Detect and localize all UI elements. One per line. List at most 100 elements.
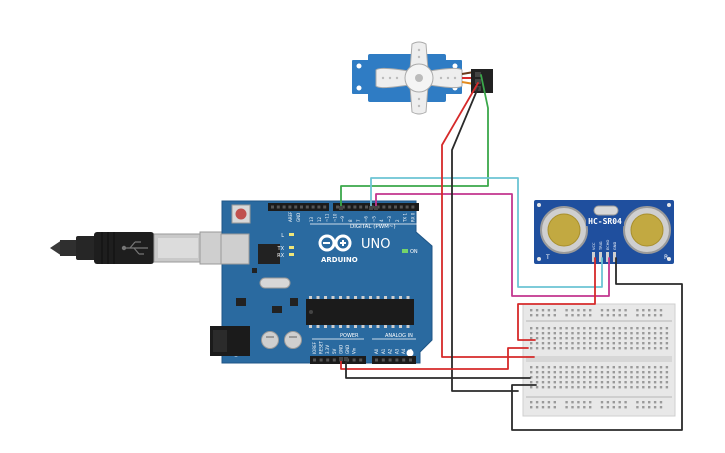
crystal-oscillator bbox=[593, 205, 619, 216]
header-pin[interactable] bbox=[359, 358, 363, 362]
pin-label: 4 bbox=[379, 219, 384, 222]
wire-endpoints bbox=[339, 206, 378, 361]
header-pin[interactable] bbox=[359, 205, 363, 209]
header-pin[interactable] bbox=[388, 205, 392, 209]
sensor-model-label: HC-SR04 bbox=[588, 217, 622, 226]
header-pin[interactable] bbox=[365, 205, 368, 209]
header-pin[interactable] bbox=[352, 358, 356, 362]
header-pin[interactable] bbox=[395, 358, 399, 362]
reset-button[interactable] bbox=[231, 204, 251, 224]
header-pin[interactable] bbox=[405, 205, 409, 209]
arduino-brand: ARDUINO bbox=[321, 256, 358, 264]
header-pin[interactable] bbox=[323, 205, 327, 209]
pin-label: 2 bbox=[395, 219, 400, 222]
header-pin[interactable] bbox=[382, 205, 386, 209]
digital-header[interactable] bbox=[268, 203, 419, 211]
header-pin[interactable] bbox=[394, 205, 397, 209]
transmitter-transducer bbox=[540, 206, 588, 254]
header-pin[interactable] bbox=[311, 205, 315, 209]
led-rx-label: RX bbox=[277, 253, 284, 259]
analog-header[interactable] bbox=[372, 356, 416, 364]
header-pin[interactable] bbox=[409, 358, 412, 362]
wire-red-arduino-5v[interactable] bbox=[340, 347, 529, 370]
header-pin[interactable] bbox=[341, 205, 345, 209]
header-pin[interactable] bbox=[288, 205, 292, 209]
pin-label: 8 bbox=[348, 219, 353, 222]
header-pin[interactable] bbox=[313, 358, 316, 362]
gnd-label: GND bbox=[296, 213, 301, 222]
header-pin[interactable] bbox=[388, 358, 392, 362]
wire-black-sensor-gnd[interactable] bbox=[511, 257, 683, 431]
header-pin[interactable] bbox=[402, 358, 406, 362]
pin-label: GND bbox=[345, 345, 350, 354]
sensor-r-label: R bbox=[664, 254, 668, 261]
arduino-uno-board[interactable]: L TX RX ON ARDUINO UNO DIGITAL (PWM~) 1 bbox=[210, 200, 433, 364]
header-pin[interactable] bbox=[376, 205, 380, 209]
header-pin[interactable] bbox=[399, 205, 403, 209]
wire-red-servo-power[interactable] bbox=[441, 82, 535, 358]
pin-label: GND bbox=[338, 345, 343, 354]
pin-label: ~3 bbox=[387, 216, 392, 222]
atmega-chip bbox=[306, 299, 414, 325]
header-pin[interactable] bbox=[411, 205, 415, 209]
mounting-hole bbox=[406, 349, 414, 357]
sensor-pin-label: VCC bbox=[592, 242, 596, 250]
header-pin[interactable] bbox=[319, 358, 323, 362]
pin-label: ~9 bbox=[340, 216, 345, 222]
header-pin[interactable] bbox=[347, 205, 351, 209]
pin-label: RESET bbox=[319, 341, 324, 354]
header-pin[interactable] bbox=[381, 358, 385, 362]
wire-cyan-sensor[interactable] bbox=[370, 177, 603, 288]
analog-in-label: ANALOG IN bbox=[385, 333, 413, 339]
micro-servo[interactable] bbox=[352, 41, 493, 115]
sensor-t-label: T bbox=[545, 254, 550, 261]
header-pin[interactable] bbox=[326, 358, 330, 362]
pin-label: 3.3V bbox=[325, 345, 330, 354]
header-pin[interactable] bbox=[336, 205, 339, 209]
receiver-transducer bbox=[623, 206, 671, 254]
header-pin[interactable] bbox=[276, 205, 280, 209]
pin-label: ~10 bbox=[332, 213, 337, 222]
power-label: POWER bbox=[340, 333, 359, 339]
wire-black-servo-ground[interactable] bbox=[451, 87, 519, 392]
chip-pins bbox=[309, 325, 410, 328]
wire-red-sensor-vcc[interactable] bbox=[517, 257, 596, 341]
header-pin[interactable] bbox=[294, 205, 298, 209]
pin-label: A4 bbox=[401, 348, 406, 354]
pin-label: ~5 bbox=[371, 216, 376, 222]
wire-magenta-sensor[interactable] bbox=[375, 193, 610, 297]
led-l-label: L bbox=[281, 233, 284, 239]
pin-label: ~6 bbox=[364, 216, 369, 222]
pin-label: IOREF bbox=[312, 341, 317, 354]
pin-label: Vin bbox=[352, 347, 357, 354]
header-pin[interactable] bbox=[305, 205, 309, 209]
header-pin[interactable] bbox=[332, 358, 336, 362]
header-pin[interactable] bbox=[282, 205, 286, 209]
led-tx-label: TX bbox=[277, 246, 285, 252]
pin-label: A2 bbox=[388, 348, 393, 354]
power-jack[interactable] bbox=[210, 326, 250, 356]
usb-cable[interactable] bbox=[50, 231, 225, 265]
sensor-pin-label: GND bbox=[613, 242, 617, 250]
power-header[interactable] bbox=[310, 356, 366, 364]
usb-symbol-icon bbox=[121, 241, 148, 255]
pin-label: 7 bbox=[356, 219, 361, 222]
header-pin[interactable] bbox=[317, 205, 321, 209]
header-pin[interactable] bbox=[353, 205, 357, 209]
led-on-label: ON bbox=[410, 249, 418, 255]
sensor-pin-label: TRIG bbox=[599, 241, 603, 251]
wires bbox=[340, 74, 683, 431]
wire-green-servo-signal[interactable] bbox=[340, 74, 489, 210]
header-pin[interactable] bbox=[375, 358, 378, 362]
breadboard[interactable] bbox=[522, 303, 676, 417]
header-pin[interactable] bbox=[271, 205, 274, 209]
sensor-pins[interactable] bbox=[592, 252, 616, 262]
crystal-oscillator bbox=[259, 277, 291, 289]
usb-chip bbox=[258, 244, 280, 264]
aref-label: AREF bbox=[288, 211, 293, 222]
header-pin[interactable] bbox=[300, 205, 303, 209]
wire-black-arduino-gnd[interactable] bbox=[345, 359, 531, 379]
status-leds bbox=[289, 233, 408, 256]
